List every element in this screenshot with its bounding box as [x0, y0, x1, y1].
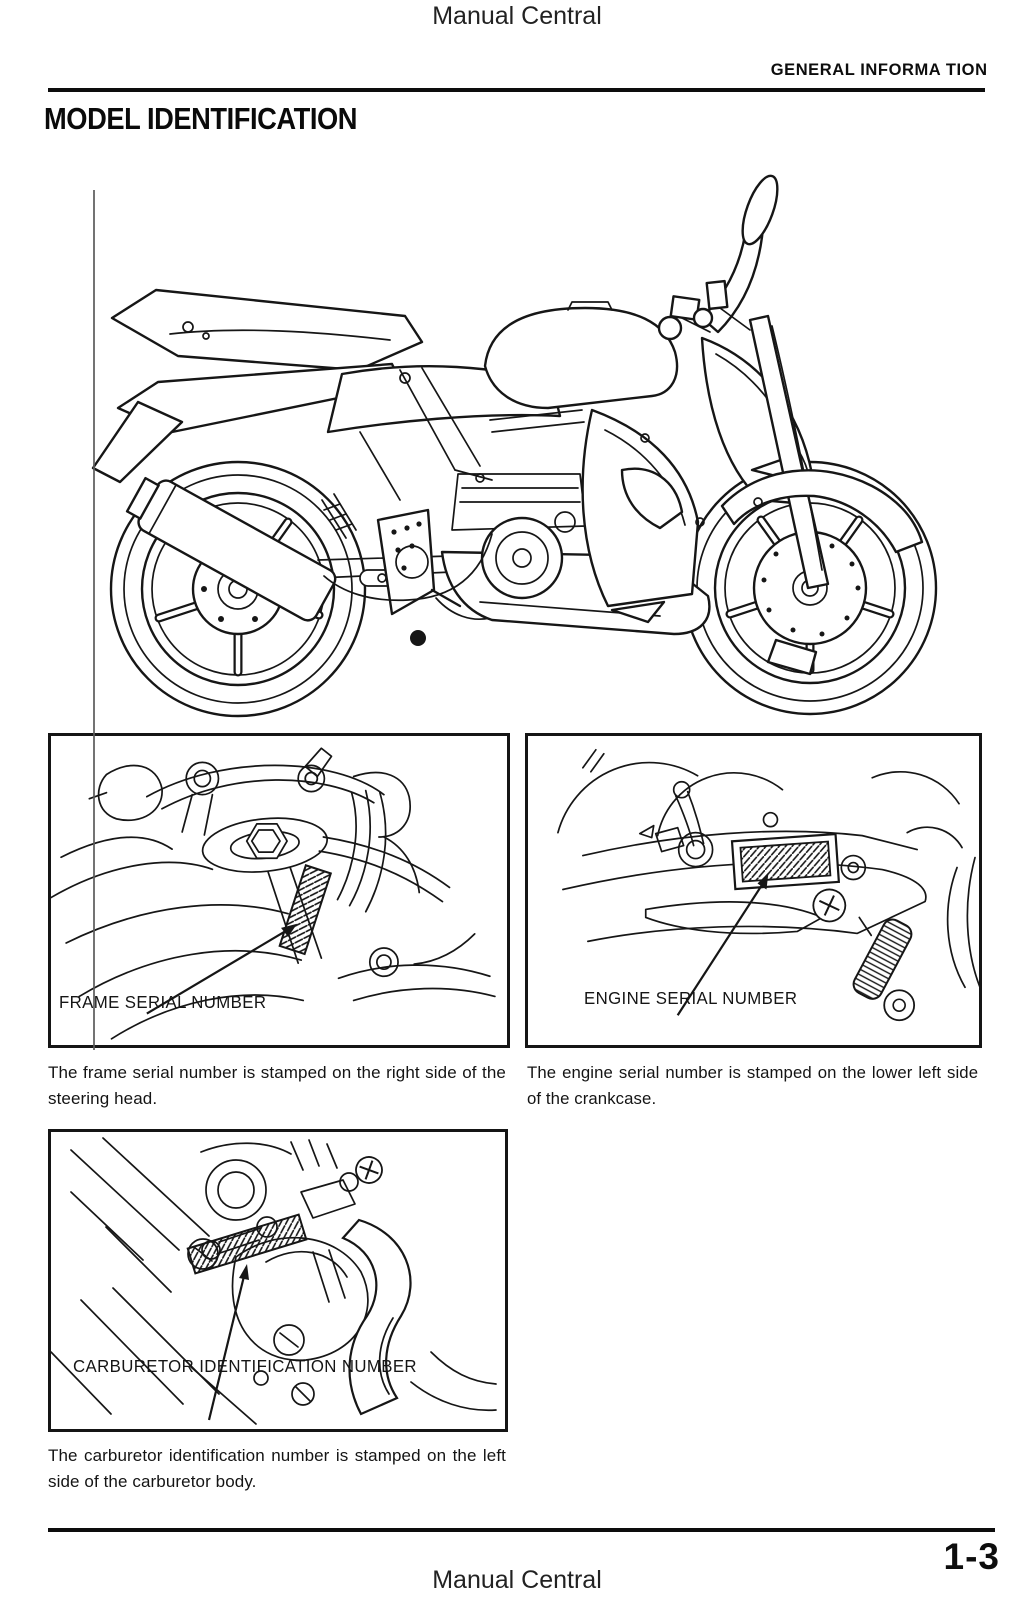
- side-fairing: [581, 408, 700, 608]
- front-fork: [748, 314, 830, 590]
- section-header: GENERAL INFORMA TION: [771, 60, 988, 79]
- tail-cowl: [91, 288, 424, 484]
- carburetor-id-pad: [186, 1213, 308, 1275]
- motorcycle-figure: [60, 170, 1010, 730]
- bottom-rule: [48, 1528, 995, 1532]
- page-title: MODEL IDENTIFICATION: [44, 101, 358, 136]
- phillips-screw-icon: [812, 888, 847, 923]
- handlebar-controls: [657, 279, 751, 341]
- engine: [323, 461, 653, 602]
- bottom-watermark: Manual Central: [432, 1566, 602, 1594]
- intake-hose: [341, 1218, 412, 1416]
- carburetor-drawing: [51, 1137, 497, 1425]
- bolt-details: [399, 372, 763, 527]
- figure-engine-serial: ENGINE SERIAL NUMBER: [525, 733, 982, 1048]
- fuel-tank: [483, 301, 679, 410]
- engine-serial-label: ENGINE SERIAL NUMBER: [584, 988, 798, 1008]
- mirror-icon: [741, 174, 779, 246]
- frame-tubes: [359, 367, 585, 501]
- engine-serial-caption: The engine serial number is stamped on t…: [527, 1063, 979, 1108]
- carburetor-id-label: CARBURETOR IDENTIFICATION NUMBER: [73, 1356, 417, 1376]
- figure-frame-serial: FRAME SERIAL NUMBER: [48, 733, 510, 1048]
- page-number: 1-3: [943, 1536, 1000, 1577]
- top-watermark: Manual Central: [432, 2, 602, 30]
- motorcycle-line-drawing: [91, 174, 938, 718]
- frame-serial-pad: [278, 864, 333, 956]
- muffler: [125, 476, 337, 622]
- front-brake-caliper: [766, 638, 818, 676]
- engine-serial-drawing: [557, 748, 979, 1022]
- leader-arrow: [207, 1264, 249, 1421]
- engine-serial-pad: [730, 832, 841, 891]
- scan-artifact-line: [93, 190, 95, 1050]
- carburetor-id-caption: The carburetor identification number is …: [48, 1446, 506, 1491]
- top-rule: [48, 88, 985, 92]
- front-fender: [720, 469, 924, 554]
- phillips-screw-icon: [355, 1156, 383, 1184]
- frame-serial-caption: The frame serial number is stamped on th…: [48, 1063, 506, 1108]
- leader-arrow: [146, 923, 298, 1015]
- frame-serial-label: FRAME SERIAL NUMBER: [59, 992, 267, 1012]
- kickstand-knurl: [852, 918, 916, 1022]
- leader-arrow: [676, 872, 769, 1016]
- figure-carburetor-id: CARBURETOR IDENTIFICATION NUMBER: [48, 1129, 508, 1432]
- tail-fin: [91, 400, 184, 484]
